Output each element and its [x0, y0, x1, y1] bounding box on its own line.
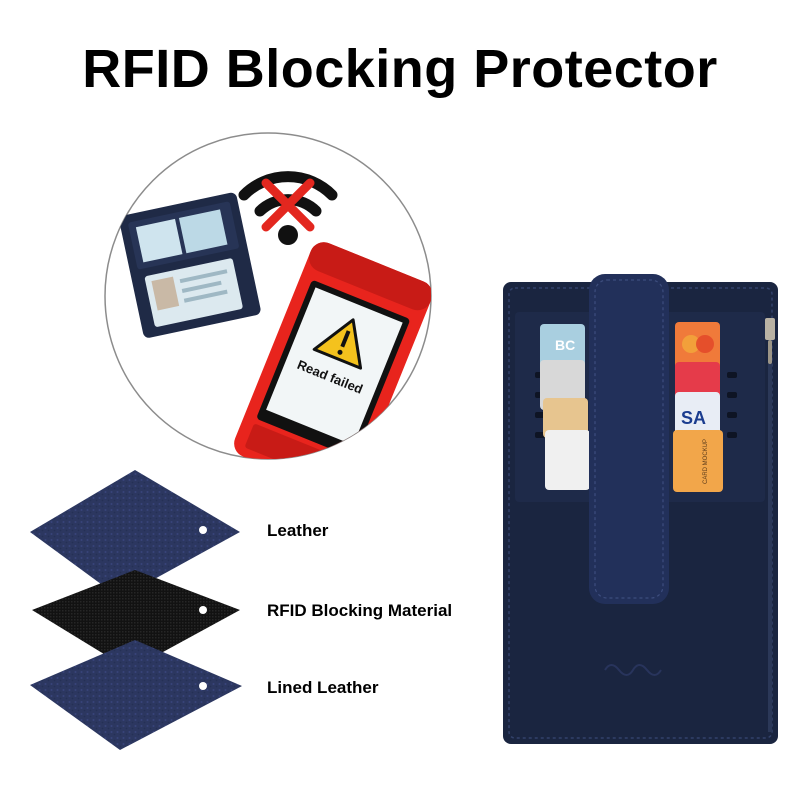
wallet-product-image: BC SA CARD MOCKUP	[503, 274, 778, 744]
card-bc-text: BC	[555, 337, 575, 353]
layer-label-rfid: RFID Blocking Material	[267, 601, 453, 620]
card-red	[675, 362, 720, 400]
layer-label-leather: Leather	[267, 521, 329, 540]
card-mockup	[673, 430, 723, 492]
pos-terminal-image: Read failed	[234, 242, 431, 459]
card-visa	[675, 392, 720, 437]
page-title: RFID Blocking Protector	[82, 39, 718, 99]
layer-label-lined-leather: Lined Leather	[267, 678, 379, 697]
wallet-strap	[589, 274, 669, 604]
zipper-pull	[765, 318, 775, 340]
embossed-logo	[604, 664, 662, 676]
rfid-scan-illustration: Read failed	[104, 132, 432, 460]
lined-leather-layer	[30, 640, 242, 750]
card-grey	[540, 360, 585, 410]
card-visa-text: SA	[681, 408, 706, 428]
small-wallet-image	[119, 192, 261, 338]
material-layers-diagram	[30, 470, 242, 750]
card-mockup-text: CARD MOCKUP	[703, 439, 709, 484]
leather-layer	[30, 470, 240, 598]
card-white	[545, 430, 590, 490]
rfid-material-layer	[32, 570, 240, 670]
blocked-signal-icon	[238, 171, 338, 245]
card-tan	[543, 398, 588, 438]
